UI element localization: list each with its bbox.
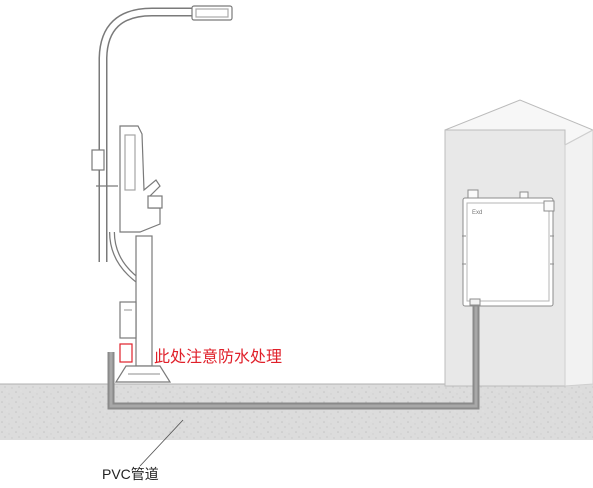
- charging-post-icon: [91, 5, 233, 383]
- waterproof-note: 此处注意防水处理: [154, 349, 283, 366]
- explosion-proof-box-icon: [462, 189, 555, 307]
- pipe-label: PVC管道: [102, 466, 159, 482]
- waterproof-highlight-box: [119, 343, 133, 363]
- ground: [0, 383, 593, 440]
- pipe-leader-line: [139, 419, 184, 467]
- box-marking: Exd: [472, 210, 483, 216]
